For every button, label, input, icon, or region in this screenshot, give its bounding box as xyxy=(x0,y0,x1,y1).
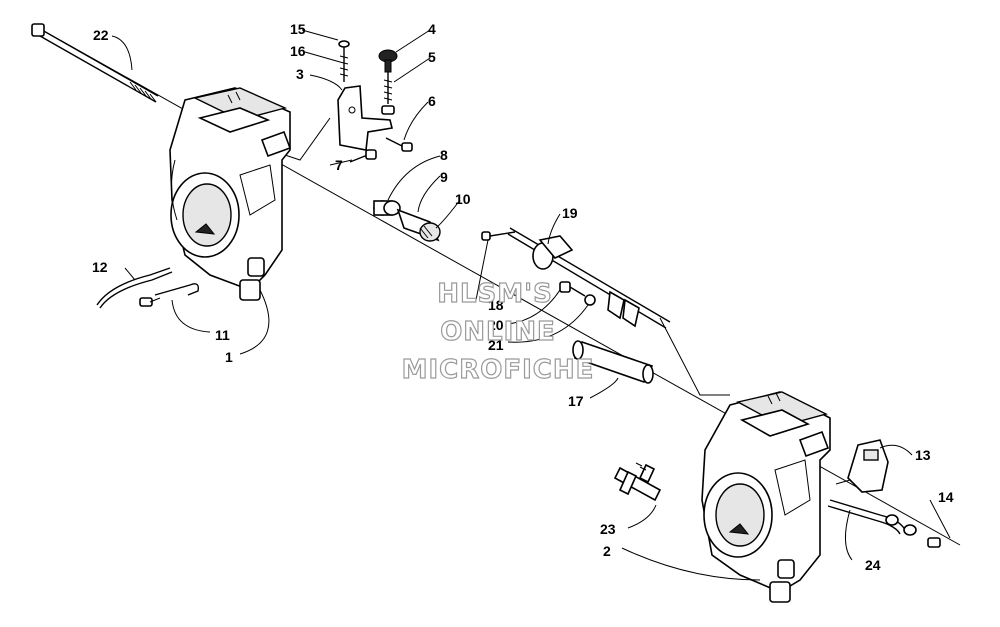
callout-1: 1 xyxy=(225,349,233,365)
callout-16: 16 xyxy=(290,43,306,59)
part-4-5-adjuster xyxy=(378,49,398,115)
leader-shaft-to-carb2 xyxy=(659,317,730,396)
callout-5: 5 xyxy=(428,49,436,65)
part-12-cable xyxy=(96,267,173,309)
part-2-carburetor-right xyxy=(701,391,831,603)
part-13-sensor xyxy=(835,439,889,493)
part-14-hardware xyxy=(885,514,941,548)
callout-23: 23 xyxy=(600,521,616,537)
part-23-tee-fitting xyxy=(613,462,662,502)
watermark-line-3: MICROFICHE xyxy=(402,355,595,385)
part-17-pipe xyxy=(572,340,654,384)
watermark-line-2: ONLINE xyxy=(440,317,556,347)
callout-2: 2 xyxy=(603,543,611,559)
part-11-clip xyxy=(139,283,200,307)
part-7-screw xyxy=(349,149,377,163)
callout-12: 12 xyxy=(92,259,108,275)
part-8-bushing xyxy=(373,200,401,216)
part-15-16-screw xyxy=(338,40,350,82)
callout-19: 19 xyxy=(562,205,578,221)
callout-4: 4 xyxy=(428,21,436,37)
callout-11: 11 xyxy=(215,327,230,343)
callout-20: 20 xyxy=(488,317,504,333)
part-3-bracket xyxy=(337,85,393,151)
callout-7: 7 xyxy=(335,157,343,173)
part-22-rod xyxy=(31,23,159,103)
part-19-throttle-shaft xyxy=(507,227,671,329)
callout-9: 9 xyxy=(440,169,448,185)
callout-6: 6 xyxy=(428,93,436,109)
part-20-21-screw-washer xyxy=(559,281,596,306)
callout-22: 22 xyxy=(93,27,109,43)
part-1-carburetor-left xyxy=(169,87,292,301)
callout-21: 21 xyxy=(488,337,504,353)
callout-13: 13 xyxy=(915,447,931,463)
callout-18: 18 xyxy=(488,297,504,313)
part-9-10-sleeve xyxy=(396,208,441,242)
callout-8: 8 xyxy=(440,147,448,163)
callout-14: 14 xyxy=(938,489,954,505)
callout-15: 15 xyxy=(290,21,306,37)
part-6-screw xyxy=(385,137,413,152)
callout-17: 17 xyxy=(568,393,584,409)
callout-3: 3 xyxy=(296,66,304,82)
callout-10: 10 xyxy=(455,191,471,207)
watermark-line-1: HLSM'S xyxy=(437,279,553,309)
leader-lines xyxy=(111,29,951,581)
callout-24: 24 xyxy=(865,557,881,573)
part-18-screw xyxy=(481,231,516,241)
